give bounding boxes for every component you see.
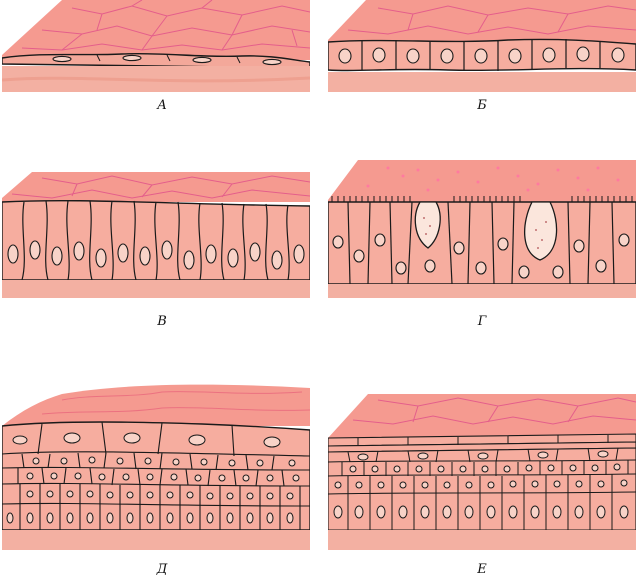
- panel-columnar: [2, 168, 310, 298]
- columnar-epithelium-drawing: [2, 172, 310, 298]
- panel-stratified: [2, 380, 310, 550]
- panel-label-squamous: А: [157, 98, 167, 113]
- panel-label-keratinized: Е: [477, 562, 487, 577]
- squamous-epithelium-drawing: [2, 0, 310, 92]
- panel-label-cuboidal: Б: [477, 98, 487, 113]
- stratified-epithelium-drawing: [2, 384, 310, 550]
- panel-cuboidal: [328, 0, 636, 92]
- panel-label-columnar: В: [157, 314, 167, 329]
- ciliated-epithelium-drawing: [328, 160, 636, 298]
- panel-squamous: [2, 0, 310, 92]
- cuboidal-epithelium-drawing: [328, 0, 636, 92]
- panel-keratinized: [328, 390, 636, 550]
- panel-label-ciliated: Г: [477, 314, 487, 329]
- panel-label-stratified: Д: [156, 562, 168, 577]
- panel-ciliated: [328, 156, 636, 298]
- keratinized-epithelium-drawing: [328, 394, 636, 550]
